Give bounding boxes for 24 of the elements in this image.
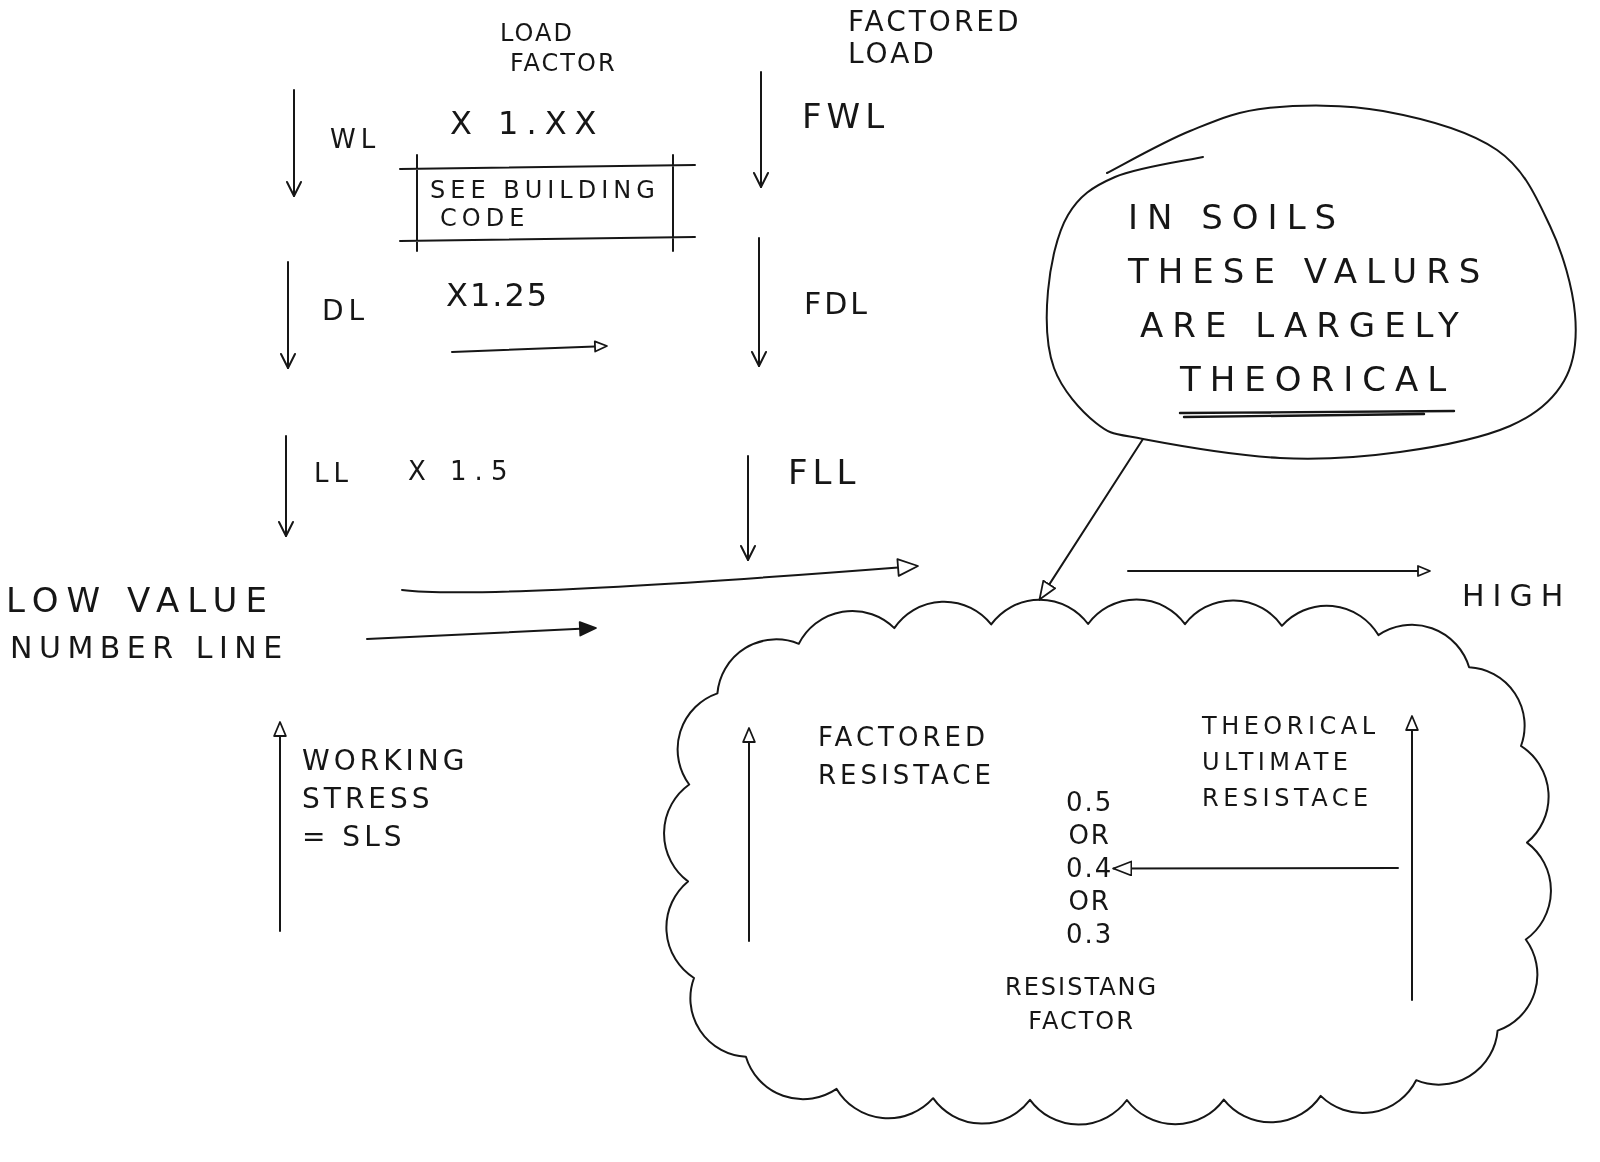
axis-label: NUMBER LINE <box>10 630 289 666</box>
factor-values: 0.5 OR 0.4 OR 0.3 <box>1066 786 1114 951</box>
load-symbol: FDL <box>804 286 871 322</box>
load-symbol: DL <box>322 294 370 328</box>
axis-label: HIGH <box>1462 578 1572 614</box>
caption-text: RESISTANG FACTOR <box>1005 972 1159 1037</box>
load-symbol: WL <box>330 124 381 155</box>
load-symbol: FWL <box>802 96 890 137</box>
note-text: SEE BUILDING CODE <box>430 176 660 232</box>
multiplier-text: X 1.XX <box>450 104 605 142</box>
load-symbol: FLL <box>788 452 861 493</box>
bubble-text: IN SOILS THESE VALURS ARE LARGELY THEORICAL <box>1128 196 1490 401</box>
axis-label: LOW VALUE <box>6 580 275 621</box>
multiplier-text: X 1.5 <box>408 456 516 487</box>
multiplier-text: X1.25 <box>446 276 550 314</box>
column-heading: LOAD FACTOR <box>500 18 617 78</box>
note-text: WORKING STRESS = SLS <box>302 743 469 855</box>
note-box <box>400 155 695 251</box>
column-heading: FACTORED LOAD <box>848 6 1022 70</box>
load-symbol: LL <box>314 458 353 489</box>
resistance-label: FACTORED RESISTACE <box>818 721 995 792</box>
connector-arrow <box>1038 438 1144 601</box>
connector-arrow <box>1112 860 1399 877</box>
resistance-label: THEORICAL ULTIMATE RESISTACE <box>1202 711 1380 814</box>
